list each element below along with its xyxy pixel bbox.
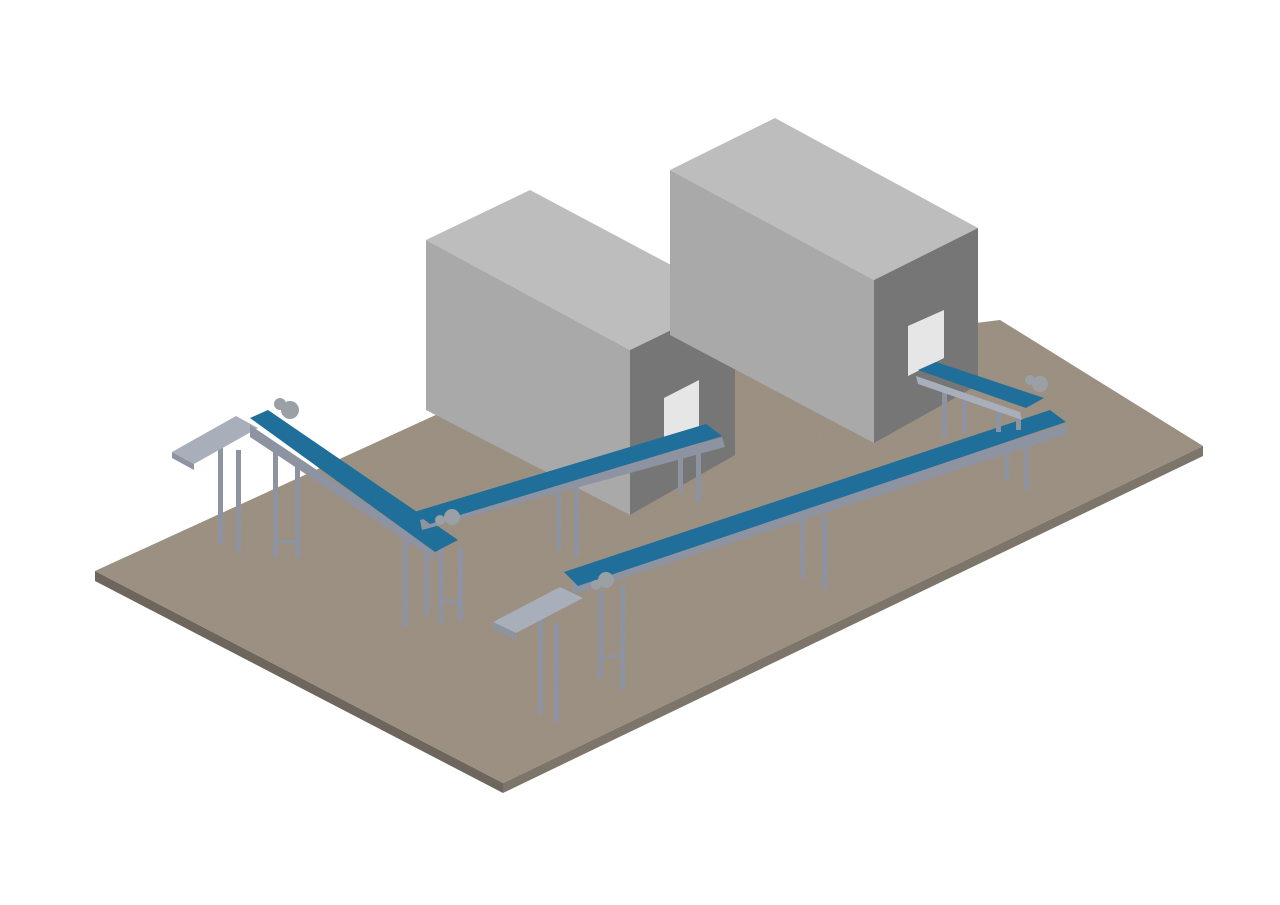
leg [275, 540, 297, 543]
leg [1016, 412, 1021, 430]
leg [996, 410, 1001, 432]
drive-motor [274, 398, 286, 410]
enclosure-right [670, 118, 978, 443]
conveyor-incline-left [172, 398, 463, 627]
conveyor-frame [250, 425, 435, 560]
leg [438, 548, 443, 623]
leg [236, 450, 241, 553]
chute [172, 416, 258, 464]
leg [598, 590, 603, 678]
chute [493, 587, 583, 633]
leg [218, 445, 223, 545]
leg [403, 535, 408, 627]
conveyor-belt [414, 424, 722, 524]
chute-side [172, 452, 194, 470]
leg [822, 515, 827, 589]
floor-edge-right [503, 446, 1203, 793]
enclosure-right-top [670, 118, 978, 280]
leg [554, 624, 559, 722]
drive-motor [591, 580, 601, 590]
leg [1024, 438, 1029, 490]
leg [538, 618, 543, 714]
conveyor-belt [918, 362, 1044, 408]
floor-edge-left [95, 571, 503, 793]
drive-motor [1032, 376, 1048, 392]
leg [678, 455, 683, 493]
conveyor-frame [420, 437, 725, 530]
conveyor-belt [250, 410, 458, 552]
drive-motor [598, 572, 614, 588]
chute-side [493, 622, 516, 640]
drive-motor [444, 509, 460, 525]
leg [556, 490, 561, 550]
leg [273, 445, 278, 557]
enclosure-right-opening [908, 310, 944, 376]
leg [295, 462, 300, 557]
leg [800, 512, 805, 578]
enclosure-right-front [670, 170, 874, 443]
conveyor-front-long [493, 410, 1068, 722]
leg [1004, 440, 1009, 480]
leg [458, 548, 463, 620]
leg [424, 545, 429, 615]
leg [440, 600, 460, 603]
drive-motor [435, 515, 445, 525]
leg [962, 398, 967, 433]
conveyor-frame [572, 424, 1068, 594]
leg [942, 392, 947, 437]
enclosure-left-top [426, 190, 735, 350]
conveyor-frame [916, 376, 1022, 420]
conveyor-exit-right-enclosure [916, 362, 1048, 437]
leg [574, 485, 579, 557]
leg [620, 585, 625, 690]
conveyor-belt [564, 410, 1066, 586]
leg [600, 655, 622, 658]
leg [696, 452, 701, 502]
conveyor-feed-left-enclosure [414, 424, 725, 557]
enclosure-left-front [426, 240, 630, 515]
drive-motor [1025, 375, 1035, 385]
